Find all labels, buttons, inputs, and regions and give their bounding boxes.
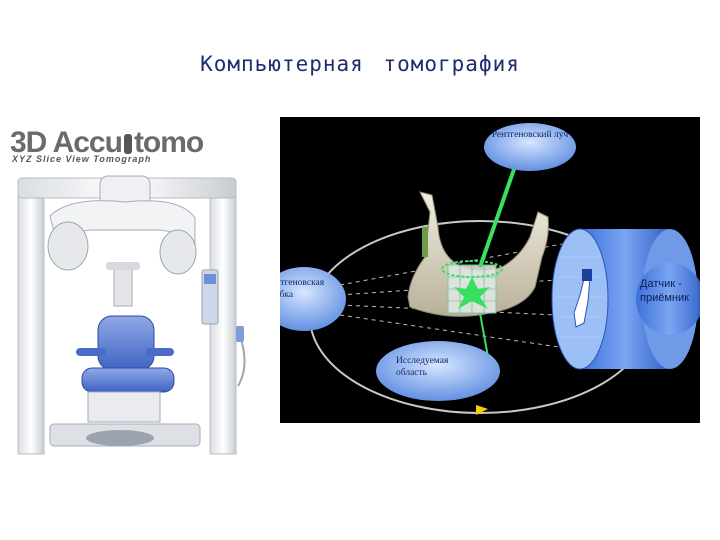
label-region-of-interest: Исследуемая область — [396, 356, 449, 378]
label-x-ray-beam: Рентгеновский луч — [491, 130, 569, 140]
callout-left-bubble — [280, 267, 346, 331]
machine-photo: 3D Accu tomo XYZ Slice View Tomograph — [10, 118, 258, 468]
brand-logo: 3D Accu tomo — [10, 126, 204, 160]
implant — [422, 227, 428, 257]
ct-scan-diagram: Рентгеновский луч Рентгеновская трубка И… — [280, 117, 700, 423]
slide-title: Компьютерная томография — [200, 52, 520, 76]
brand-subtitle: XYZ Slice View Tomograph — [12, 154, 152, 164]
label-x-ray-tube: Рентгеновская трубка — [280, 278, 325, 300]
callout-right-bubble — [636, 263, 700, 335]
callout-top-bubble — [484, 123, 576, 171]
x-ray-beam — [478, 151, 522, 268]
brand-prefix: 3D Accu — [10, 126, 123, 159]
ct-scan-illustration — [280, 123, 700, 415]
ct-machine-illustration — [17, 175, 246, 455]
brand-suffix: tomo — [133, 126, 204, 159]
callout-bottom-bubble — [376, 341, 500, 401]
scan-volume — [441, 260, 503, 314]
label-detector: Датчик - приёмник — [640, 278, 689, 304]
brand-logo-mark — [123, 134, 132, 154]
orbit-arrow-icon — [476, 405, 488, 415]
